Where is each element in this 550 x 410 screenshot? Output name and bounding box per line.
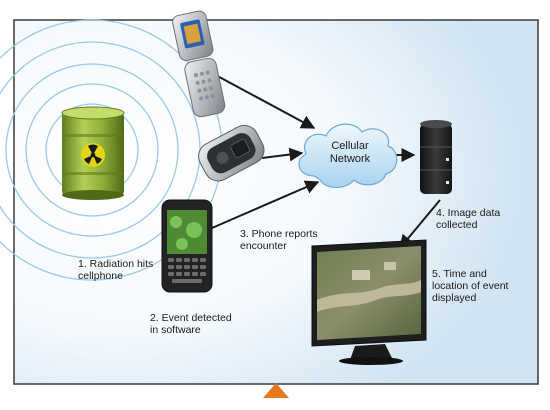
step-5-label: 5. Time and location of event displayed — [432, 268, 509, 304]
monitor-icon — [311, 239, 427, 365]
step-2-label: 2. Event detected in software — [150, 312, 232, 336]
server-icon — [420, 120, 452, 194]
cloud-icon — [298, 123, 398, 189]
flip-phone-icon — [172, 10, 226, 118]
arrow-slider-phone-to-network — [261, 147, 304, 162]
smartphone-icon — [161, 199, 213, 293]
arrow-smartphone-to-network — [211, 180, 320, 229]
flow-arrows — [209, 71, 441, 250]
radioactive-barrel-icon — [61, 106, 125, 200]
arrow-flip-phone-to-network — [209, 71, 316, 129]
slider-phone-icon — [198, 124, 265, 182]
step-1-label: 1. Radiation hits cellphone — [78, 258, 154, 282]
diagram-frame — [13, 19, 539, 385]
arrow-server-to-monitor — [399, 199, 441, 250]
step-3-label: 3. Phone reports encounter — [240, 228, 318, 252]
step-4-label: 4. Image data collected — [436, 207, 501, 231]
cellular-network-label: Cellular Network — [329, 140, 371, 165]
pointer-triangle-icon — [263, 383, 289, 398]
